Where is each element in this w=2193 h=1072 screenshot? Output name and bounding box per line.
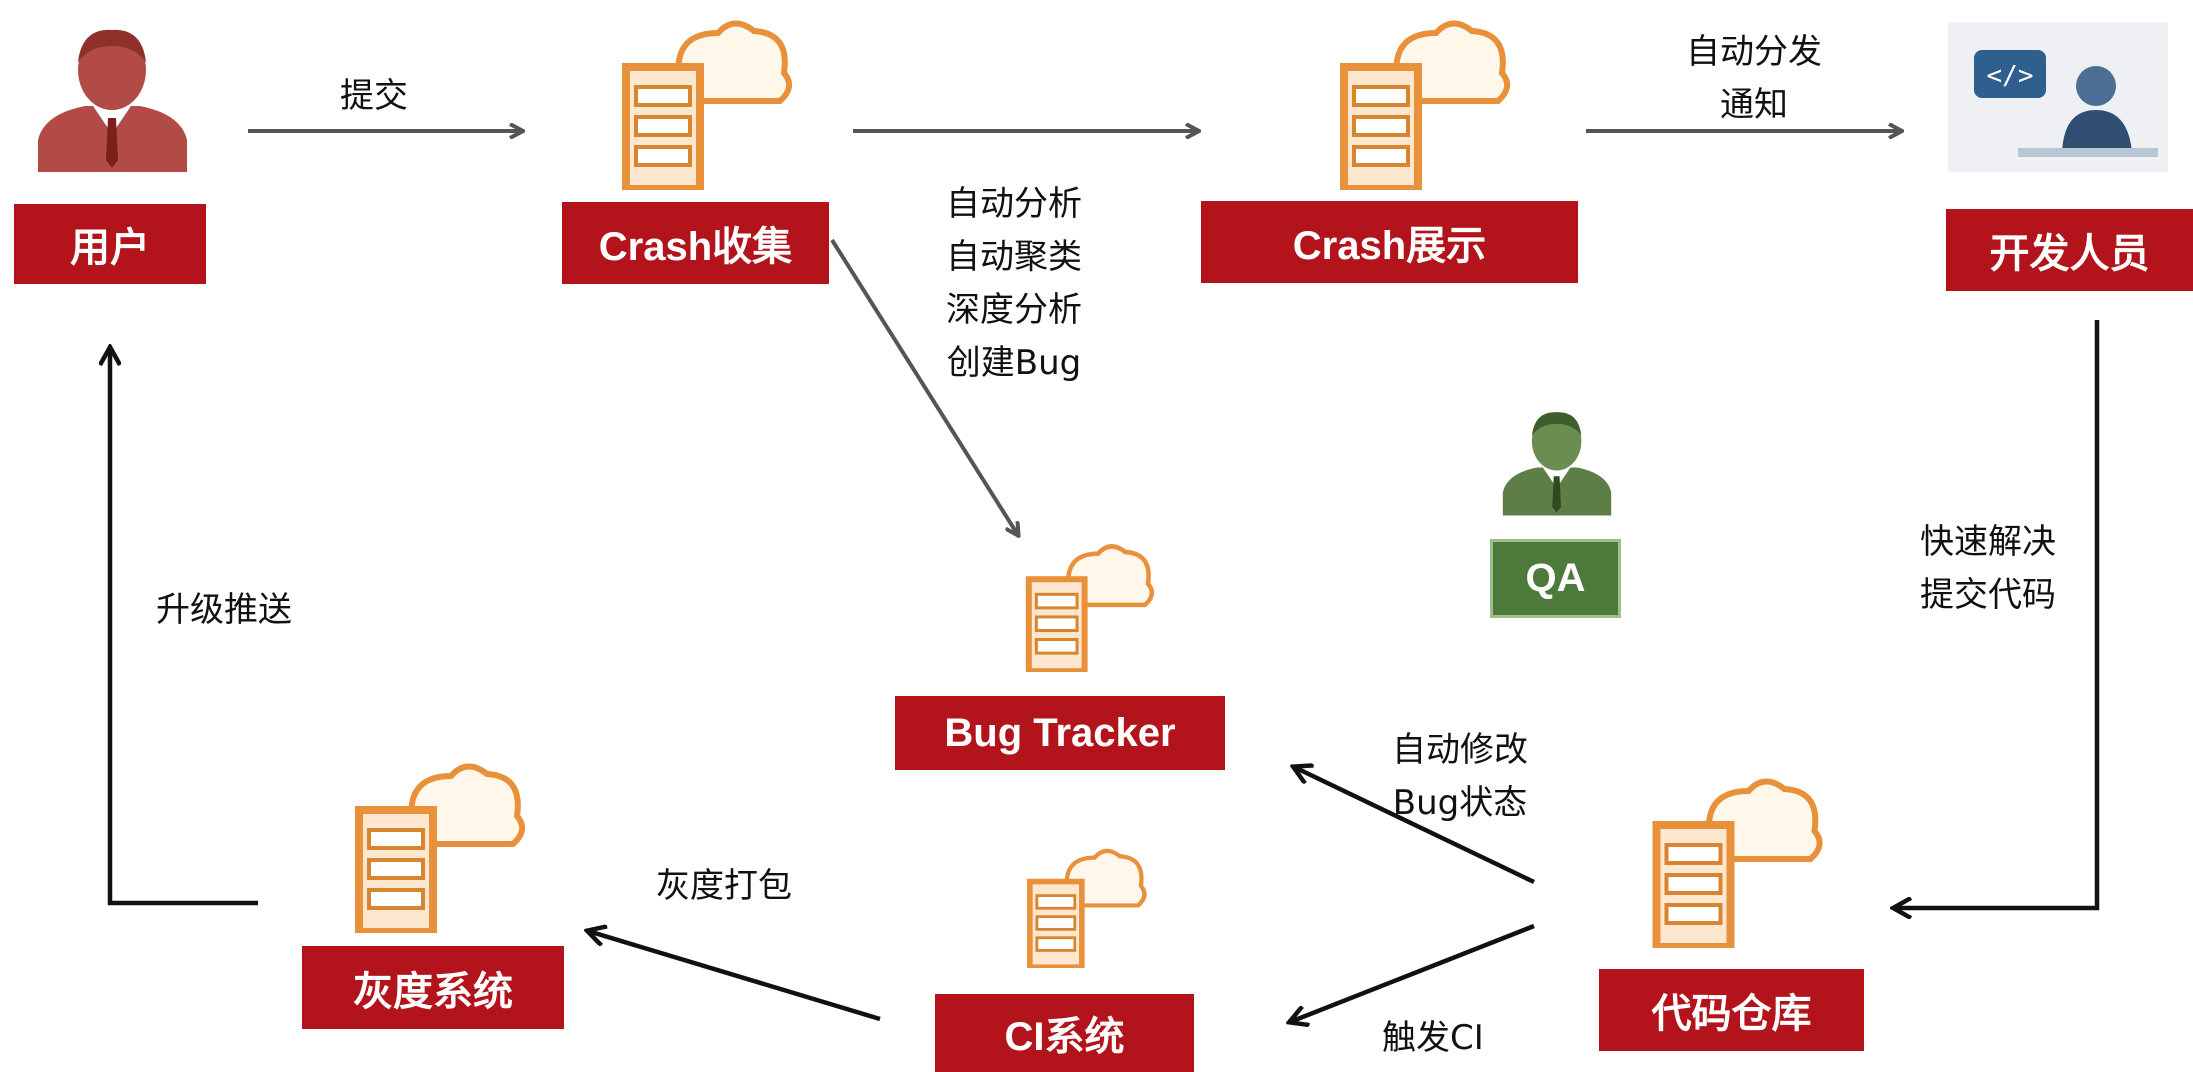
node-user: 用户	[14, 204, 206, 284]
arrow-collect-to-bugtracker	[830, 238, 1018, 535]
label-line: 深度分析	[946, 290, 1082, 330]
server-cloud-icon	[1025, 544, 1155, 672]
server-cloud-icon	[355, 763, 526, 933]
arrow-developer-to-repo	[1894, 320, 2100, 908]
arrow-ci-to-gray	[588, 931, 881, 1022]
svg-text:</>: </>	[1987, 61, 2034, 91]
node-ci-system: CI系统	[935, 994, 1194, 1072]
server-cloud-icon	[1340, 20, 1511, 190]
label-line: 灰度打包	[656, 866, 792, 906]
server-cloud-icon	[1027, 848, 1147, 968]
server-cloud-icon	[1652, 778, 1823, 948]
label-fix-commit: 快速解决 提交代码	[1920, 516, 2056, 622]
developer-code-icon: </>	[1948, 22, 2168, 172]
arrow-gray-to-user	[110, 348, 258, 906]
node-qa: QA	[1490, 539, 1621, 618]
node-developer: 开发人员	[1946, 209, 2193, 291]
label-line: 自动分发	[1686, 32, 1822, 72]
label-line: 自动修改	[1392, 730, 1528, 770]
label-submit: 提交	[340, 70, 408, 123]
qa-person-icon	[1502, 412, 1612, 516]
label-line: 升级推送	[156, 590, 292, 630]
label-auto-modify: 自动修改 Bug状态	[1392, 724, 1528, 830]
node-crash-display: Crash展示	[1201, 201, 1578, 283]
label-line: 通知	[1720, 85, 1788, 125]
person-icon	[38, 29, 187, 172]
node-gray-system: 灰度系统	[302, 946, 564, 1029]
label-line: 自动分析	[946, 184, 1082, 224]
label-analysis: 自动分析 自动聚类 深度分析 创建Bug	[946, 178, 1082, 390]
label-auto-dispatch: 自动分发 通知	[1686, 26, 1822, 132]
label-line: Bug状态	[1392, 783, 1528, 823]
label-line: 创建Bug	[946, 343, 1082, 383]
label-line: 快速解决	[1920, 522, 2056, 562]
label-upgrade-push: 升级推送	[156, 584, 292, 637]
label-line: 提交	[340, 76, 408, 116]
node-crash-collect: Crash收集	[562, 202, 829, 284]
label-trigger-ci: 触发CI	[1382, 1012, 1484, 1065]
server-cloud-icon	[622, 20, 793, 190]
label-gray-pack: 灰度打包	[656, 860, 792, 913]
arrow-repo-to-ci	[1290, 923, 1535, 1022]
arrow-repo-to-bugtracker	[1294, 767, 1535, 885]
node-code-repo: 代码仓库	[1599, 969, 1864, 1051]
label-line: 触发CI	[1382, 1018, 1484, 1058]
label-line: 自动聚类	[946, 237, 1082, 277]
label-line: 提交代码	[1920, 575, 2056, 615]
node-bug-tracker: Bug Tracker	[895, 696, 1225, 770]
